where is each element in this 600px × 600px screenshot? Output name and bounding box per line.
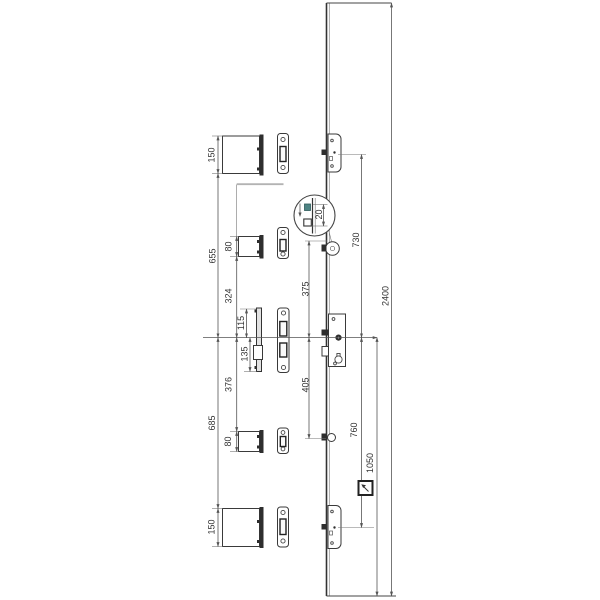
hook-lock-case-top [321, 133, 342, 173]
dim-hook-up: 730 [351, 232, 361, 247]
cylinder-keyhole-icon [334, 355, 343, 364]
dimensions-left: 150 655 685 150 80 324 376 80 115 135 [207, 135, 257, 547]
dim-detail-gap: 20 [314, 209, 324, 219]
roller-pin-lower [321, 433, 336, 442]
dim-upper-keeper-height: 80 [224, 241, 234, 251]
keeper-bottom [222, 507, 264, 548]
door-edge-outline [325, 2, 396, 597]
screw-hole-icon [280, 310, 287, 316]
dim-center-keeper-up: 115 [236, 316, 246, 330]
hook-bolt-tip [321, 524, 327, 530]
bolt-aperture [279, 145, 287, 163]
faceplate-upper [277, 227, 289, 259]
screw-hole-icon [280, 446, 286, 452]
dim-lower-keeper-height: 80 [223, 436, 233, 446]
hook-bolt-tip [321, 149, 327, 155]
lock-cases [321, 133, 346, 549]
dim-bottom-keeper-height: 150 [207, 519, 217, 534]
down-arrow-icon [298, 212, 302, 217]
bolt-aperture [279, 238, 287, 252]
magnet-component [304, 203, 311, 211]
dim-center-keeper-dn: 135 [240, 346, 250, 361]
dim-upper-span: 655 [208, 248, 218, 263]
hook-lock-case-bottom [321, 505, 342, 549]
dim-handle-height: 1050 [365, 453, 375, 473]
keeper-top [222, 134, 264, 176]
dim-lower-span: 685 [207, 415, 217, 430]
bolt-aperture [279, 518, 287, 536]
screw-hole-icon [280, 164, 286, 171]
keeper-center [253, 307, 263, 372]
screw-hole-icon [280, 136, 286, 143]
roller-pin-upper [321, 241, 340, 256]
keeper-plates [222, 134, 264, 548]
dim-lower-keeper-offset: 376 [224, 377, 234, 392]
dim-roller-dn: 405 [301, 377, 311, 392]
dimensions-right: 730 760 1050 2400 [338, 2, 394, 597]
latch-aperture [279, 320, 288, 337]
deadbolt-aperture [279, 342, 288, 358]
center-gearbox [321, 313, 346, 367]
screw-hole-icon [280, 364, 287, 371]
dim-hook-dn: 760 [349, 422, 359, 437]
contact-component [303, 218, 312, 227]
handle-position-marker-icon [357, 480, 374, 496]
dim-upper-keeper-offset: 324 [224, 288, 234, 303]
faceplate-center [277, 307, 290, 373]
screw-hole-icon [280, 430, 286, 435]
callout-leader-line [328, 229, 332, 242]
screw-hole-icon [280, 251, 286, 257]
screw-hole-icon [280, 538, 286, 544]
deadbolt [321, 346, 329, 357]
faceplate-bottom [277, 506, 289, 548]
dim-total-height: 2400 [381, 286, 391, 306]
screw-hole-icon [280, 509, 286, 516]
latch-bolt [321, 329, 329, 336]
bolt-aperture [279, 435, 287, 448]
faceplates [277, 133, 290, 548]
screw-hole-icon [280, 229, 286, 236]
faceplate-top [277, 133, 289, 174]
keeper-upper [238, 235, 264, 259]
keeper-lower [238, 430, 264, 453]
dim-roller-up: 375 [301, 281, 311, 296]
faceplate-lower [277, 427, 289, 454]
dim-top-keeper-height: 150 [207, 147, 217, 162]
detail-callout: 20 [293, 194, 336, 242]
dimensions-rail: 375 405 [301, 240, 327, 439]
